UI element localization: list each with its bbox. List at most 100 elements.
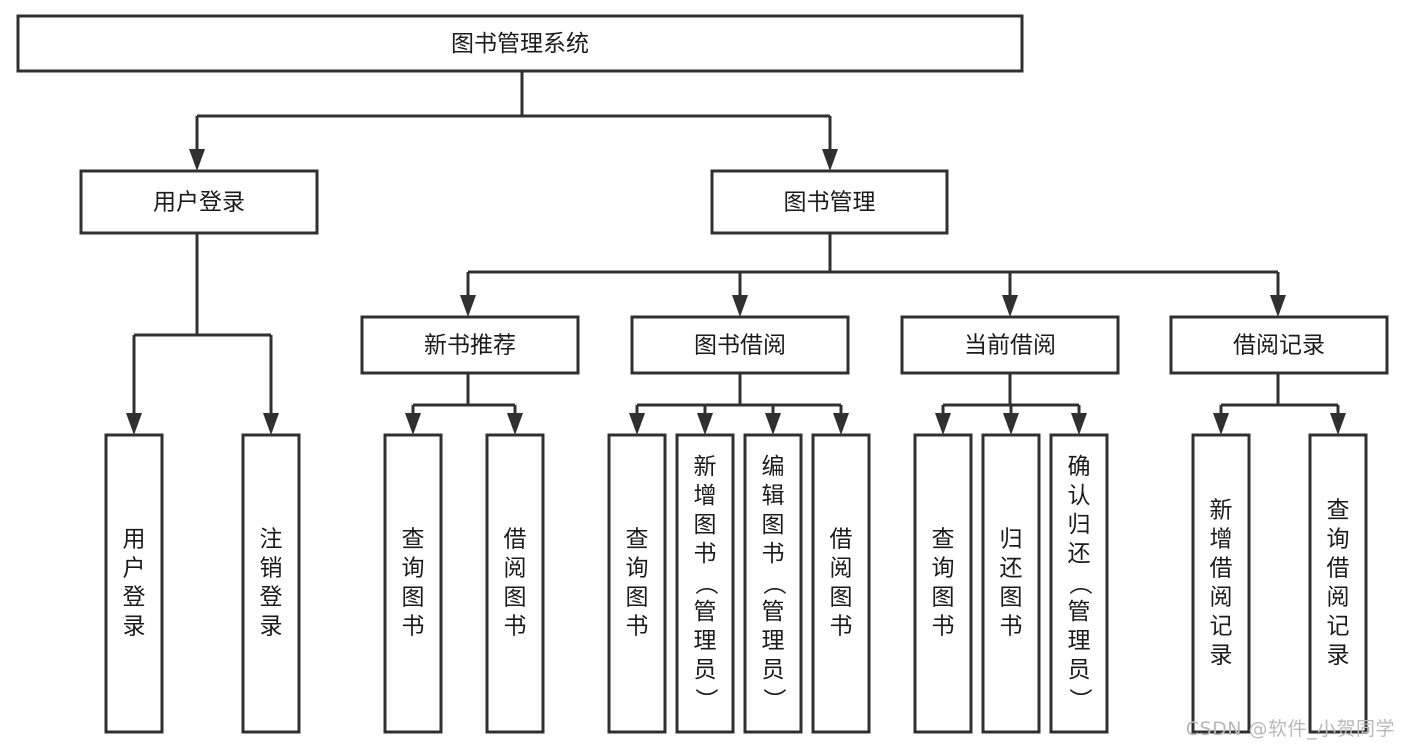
node-box[interactable]	[79, 169, 319, 235]
node-label-char: 图	[626, 585, 649, 611]
node-label-char: 借	[1210, 556, 1233, 582]
node-label-char: 登	[260, 585, 283, 611]
connector-group-book-manage	[460, 233, 1286, 317]
arrow-head-icon	[935, 413, 951, 435]
node-label-char: 录	[260, 614, 283, 640]
node-box[interactable]	[241, 433, 301, 734]
node-box[interactable]	[630, 315, 850, 375]
node-label-char: 录	[1210, 643, 1233, 669]
arrow-head-icon	[833, 413, 849, 435]
arrow-head-icon	[822, 149, 838, 171]
arrow-head-icon	[263, 413, 279, 435]
node-box[interactable]	[981, 433, 1041, 734]
node-box[interactable]	[1169, 315, 1389, 375]
node-label-char: 新	[694, 454, 717, 480]
node-label: 图书管理系统	[451, 31, 589, 57]
arrow-head-icon	[732, 295, 748, 317]
connector-group-current-borrow	[935, 373, 1087, 435]
node-label-char: 询	[626, 556, 649, 582]
node-box[interactable]	[1049, 433, 1109, 734]
node-label-char: 记	[1327, 614, 1350, 640]
node-label-char: 图	[830, 585, 853, 611]
node-box[interactable]	[913, 433, 973, 734]
node-label-char: 确	[1068, 454, 1091, 480]
node-user-login[interactable]: 用户登录	[79, 169, 319, 235]
node-label: 借阅记录	[1233, 333, 1325, 359]
connector-group-borrow-record	[1213, 373, 1346, 435]
node-label-char: 询	[1327, 527, 1350, 553]
node-label-char: 管	[762, 599, 785, 625]
arrow-head-icon	[1002, 295, 1018, 317]
node-box[interactable]	[104, 433, 164, 734]
arrow-head-icon	[507, 413, 523, 435]
node-box[interactable]	[1308, 433, 1368, 734]
node-label-char: 登	[123, 585, 146, 611]
node-label-char: ）	[693, 688, 719, 711]
node-box[interactable]	[485, 433, 545, 734]
node-box[interactable]	[811, 433, 871, 734]
node-label-char: 图	[402, 585, 425, 611]
node-box[interactable]	[360, 315, 580, 375]
node-label-char: ）	[1067, 688, 1093, 711]
node-new-book-recommend[interactable]: 新书推荐	[360, 315, 580, 375]
connector-group-user-login	[126, 233, 279, 435]
node-label-char: 图	[762, 512, 785, 538]
node-box[interactable]	[710, 169, 949, 235]
node-book-borrow[interactable]: 图书借阅	[630, 315, 850, 375]
node-box[interactable]	[743, 433, 803, 734]
node-borrow-record[interactable]: 借阅记录	[1169, 315, 1389, 375]
node-box[interactable]	[383, 433, 443, 734]
arrow-head-icon	[460, 295, 476, 317]
node-label-char: 户	[123, 556, 146, 582]
node-label-char: （	[1067, 572, 1093, 595]
node-box[interactable]	[1191, 433, 1251, 734]
node-current-borrow[interactable]: 当前借阅	[900, 315, 1120, 375]
node-label-char: 还	[1068, 541, 1091, 567]
node-label: 图书管理	[784, 190, 876, 216]
node-root[interactable]: 图书管理系统	[16, 14, 1024, 73]
node-label-char: 图	[932, 585, 955, 611]
node-label-char: 增	[694, 483, 717, 509]
node-label-char: 注	[260, 527, 283, 553]
node-leaf-user-login[interactable]: 用户登录	[104, 433, 164, 734]
node-label-char: 查	[1327, 498, 1350, 524]
node-box[interactable]	[675, 433, 735, 734]
node-book-manage[interactable]: 图书管理	[710, 169, 949, 235]
node-label-char: 阅	[1210, 585, 1233, 611]
node-label-char: 书	[504, 614, 527, 640]
arrow-head-icon	[697, 413, 713, 435]
node-label-char: 用	[123, 527, 146, 553]
node-label: 图书借阅	[694, 333, 786, 359]
node-label-char: ）	[761, 688, 787, 711]
node-box[interactable]	[900, 315, 1120, 375]
node-label-char: 员	[694, 657, 717, 683]
node-box[interactable]	[607, 433, 667, 734]
connector-layer	[126, 71, 1346, 435]
node-label-char: 理	[694, 628, 717, 654]
node-box[interactable]	[16, 14, 1024, 73]
node-label-char: 借	[830, 527, 853, 553]
node-label-char: 书	[932, 614, 955, 640]
arrow-head-icon	[629, 413, 645, 435]
node-label-char: 辑	[762, 483, 785, 509]
node-label-char: 录	[123, 614, 146, 640]
node-label-char: 新	[1210, 498, 1233, 524]
arrow-head-icon	[1213, 413, 1229, 435]
